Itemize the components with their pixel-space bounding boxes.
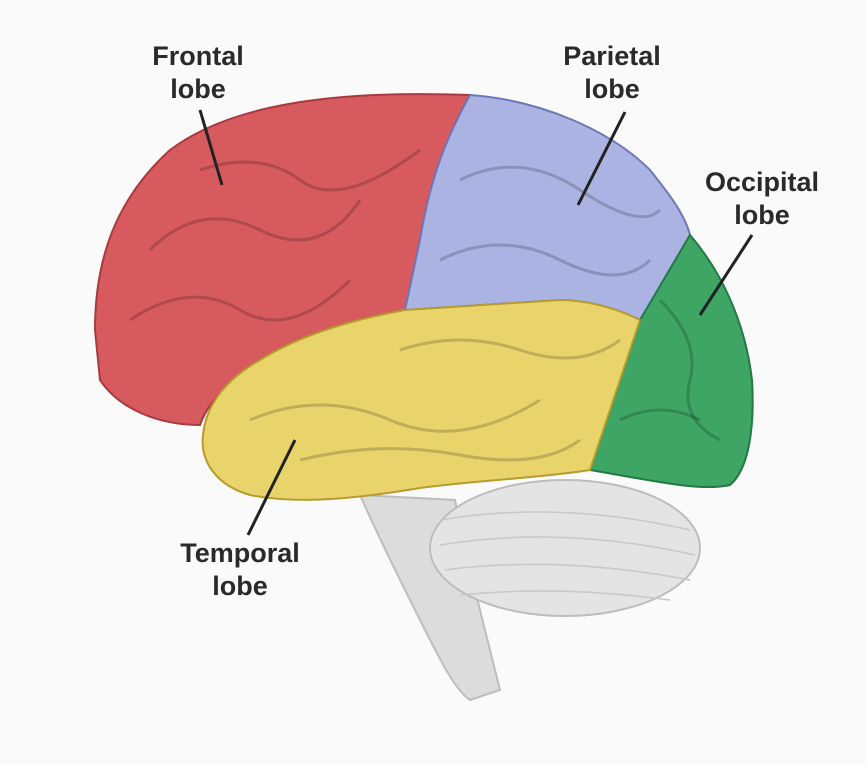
temporal-lobe-label: Temporal lobe [140, 537, 340, 603]
leader-lines [198, 109, 754, 536]
label-line: lobe [734, 200, 790, 230]
label-line: lobe [212, 571, 268, 601]
brainstem [358, 493, 502, 702]
frontal-leader-line [198, 109, 224, 186]
parietal-lobe-label: Parietal lobe [512, 40, 712, 106]
cerebellum-folds [439, 511, 696, 601]
label-line: lobe [170, 74, 226, 104]
temporal-leader-line [246, 439, 297, 536]
label-line: Occipital [704, 167, 820, 197]
parietal-leader-line [576, 111, 627, 206]
label-line: Parietal [563, 41, 661, 71]
frontal-lobe-label: Frontal lobe [98, 40, 298, 106]
occipital-lobe-label: Occipital lobe [662, 166, 862, 232]
label-line: Temporal [180, 538, 300, 568]
occipital-leader-line [698, 234, 754, 316]
label-line: Frontal [152, 41, 244, 71]
gyri-lines [129, 148, 721, 462]
temporal-lobe [201, 298, 642, 501]
label-line: lobe [584, 74, 640, 104]
